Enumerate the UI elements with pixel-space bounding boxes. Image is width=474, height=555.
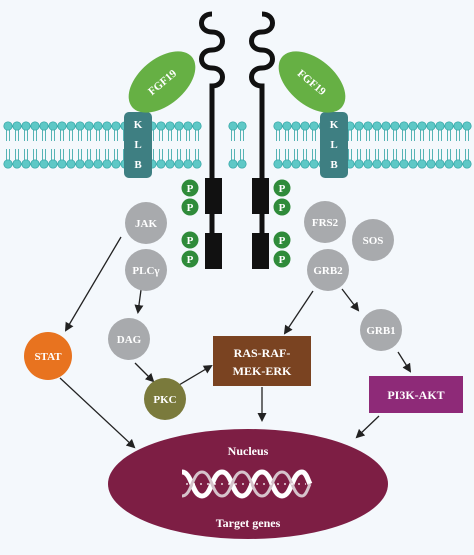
phosphate-r1: P xyxy=(273,179,291,197)
phosphate-r4: P xyxy=(273,250,291,268)
kinase-domain-left-upper xyxy=(205,178,222,214)
svg-text:P: P xyxy=(279,183,286,195)
node-ras-raf-mek-erk: RAS-RAF- MEK-ERK xyxy=(213,336,311,386)
phosphate-l3: P xyxy=(181,231,199,249)
svg-text:PI3K-AKT: PI3K-AKT xyxy=(387,388,444,402)
arrow-jak-to-stat xyxy=(64,236,122,332)
phosphate-r2: P xyxy=(273,198,291,216)
svg-text:P: P xyxy=(279,202,286,214)
arrow-pi3k-to-nucleus xyxy=(355,415,380,439)
nucleus-title: Nucleus xyxy=(228,444,269,458)
phosphate-groups: P P P P P P P P xyxy=(181,179,291,268)
klb-right: K L B xyxy=(320,112,348,178)
node-dag: DAG xyxy=(108,318,150,360)
svg-text:P: P xyxy=(279,235,286,247)
nucleus: Nucleus Target genes xyxy=(108,429,388,539)
fgf19-ligand-left: FGF19 xyxy=(128,51,196,113)
signaling-arrows xyxy=(59,236,412,449)
klb-left: K L B xyxy=(124,112,152,178)
node-plc-gamma: PLCγ xyxy=(125,249,167,291)
svg-text:K: K xyxy=(134,119,143,131)
svg-text:P: P xyxy=(187,254,194,266)
phosphate-l1: P xyxy=(181,179,199,197)
svg-text:JAK: JAK xyxy=(135,218,157,230)
svg-text:STAT: STAT xyxy=(34,351,62,363)
arrow-stat-to-nucleus xyxy=(59,377,136,449)
svg-text:SOS: SOS xyxy=(363,235,384,247)
phosphate-r3: P xyxy=(273,231,291,249)
svg-text:B: B xyxy=(134,159,142,171)
svg-text:PKC: PKC xyxy=(153,394,176,406)
svg-text:PLCγ: PLCγ xyxy=(132,265,159,277)
kinase-domain-left-lower xyxy=(205,233,222,269)
node-stat: STAT xyxy=(24,332,72,380)
svg-text:L: L xyxy=(330,139,337,151)
svg-text:DAG: DAG xyxy=(117,334,142,346)
node-grb2: GRB2 xyxy=(307,249,349,291)
svg-text:K: K xyxy=(330,119,339,131)
dna-helix-icon xyxy=(181,469,313,499)
node-pkc: PKC xyxy=(144,378,186,420)
arrow-grb2-to-grb1 xyxy=(341,288,360,312)
svg-text:RAS-RAF-: RAS-RAF- xyxy=(234,346,291,360)
svg-text:GRB1: GRB1 xyxy=(366,325,395,337)
target-genes-label: Target genes xyxy=(216,516,281,530)
phosphate-l4: P xyxy=(181,250,199,268)
svg-text:FRS2: FRS2 xyxy=(312,217,339,229)
node-jak: JAK xyxy=(125,202,167,244)
arrow-plc-to-dag xyxy=(134,289,144,314)
svg-text:MEK-ERK: MEK-ERK xyxy=(233,364,292,378)
svg-text:GRB2: GRB2 xyxy=(313,265,343,277)
node-pi3k-akt: PI3K-AKT xyxy=(369,376,463,413)
kinase-domain-right-lower xyxy=(252,233,269,269)
arrow-grb2-to-ras xyxy=(283,290,314,335)
arrow-dag-to-pkc xyxy=(134,362,155,383)
phosphate-l2: P xyxy=(181,198,199,216)
svg-text:P: P xyxy=(187,235,194,247)
node-grb1: GRB1 xyxy=(360,309,402,351)
svg-text:L: L xyxy=(134,139,141,151)
node-sos: SOS xyxy=(352,219,394,261)
kinase-domain-right-upper xyxy=(252,178,269,214)
arrow-pkc-to-ras xyxy=(178,364,213,386)
svg-text:P: P xyxy=(187,202,194,214)
arrow-grb1-to-pi3k xyxy=(397,351,412,373)
fgf19-ligand-right: FGF19 xyxy=(278,51,346,113)
node-frs2: FRS2 xyxy=(304,201,346,243)
svg-text:B: B xyxy=(330,159,338,171)
fgfr-receptor xyxy=(199,11,275,269)
svg-text:P: P xyxy=(187,183,194,195)
svg-text:P: P xyxy=(279,254,286,266)
